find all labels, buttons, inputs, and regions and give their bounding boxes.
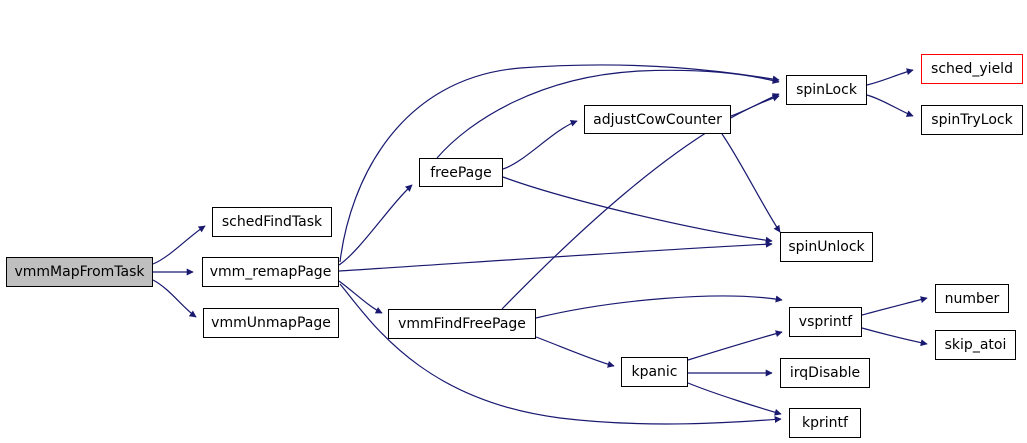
graph-edge-vmmFindFreePage-to-kpanic xyxy=(535,336,615,368)
graph-edge-vmmMapFromTask-to-schedFindTask xyxy=(152,225,206,265)
graph-node-label: number xyxy=(944,290,1000,307)
graph-edge-vsprintf-to-number xyxy=(861,296,928,316)
graph-node-label: kprintf xyxy=(802,415,848,431)
graph-edge-freePage-to-adjustCowCounter xyxy=(502,119,578,170)
graph-node-skip_atoi[interactable]: skip_atoi xyxy=(935,330,1016,360)
graph-node-label: vmmFindFreePage xyxy=(398,316,526,332)
graph-edge-spinLock-to-sched_yield xyxy=(866,68,914,86)
graph-node-vmmUnmapPage[interactable]: vmmUnmapPage xyxy=(203,308,339,338)
graph-edge-vmm_remapPage-to-spinLock xyxy=(339,64,780,263)
graph-node-label: irqDisable xyxy=(789,365,861,381)
graph-node-vsprintf[interactable]: vsprintf xyxy=(789,307,862,337)
graph-node-number[interactable]: number xyxy=(935,284,1009,313)
graph-edge-freePage-to-spinUnlock xyxy=(502,176,773,244)
graph-node-label: skip_atoi xyxy=(944,337,1007,353)
graph-node-freePage[interactable]: freePage xyxy=(419,158,503,187)
graph-node-label: kpanic xyxy=(631,364,678,380)
graph-node-label: sched_yield xyxy=(931,61,1013,77)
graph-edge-vsprintf-to-skip_atoi xyxy=(861,327,928,347)
graph-node-label: freePage xyxy=(430,164,492,181)
graph-node-vmmFindFreePage[interactable]: vmmFindFreePage xyxy=(388,309,536,339)
graph-edge-kpanic-to-kprintf xyxy=(687,382,782,416)
graph-node-spinTryLock[interactable]: spinTryLock xyxy=(921,105,1023,135)
graph-node-kpanic[interactable]: kpanic xyxy=(621,357,688,387)
graph-edge-adjustCowCounter-to-spinLock xyxy=(730,93,780,117)
graph-edge-vmm_remapPage-to-kprintf xyxy=(339,283,782,425)
graph-edge-vmm_remapPage-to-freePage xyxy=(338,184,413,266)
graph-edge-vmmFindFreePage-to-vsprintf xyxy=(535,295,783,319)
graph-node-spinUnlock[interactable]: spinUnlock xyxy=(780,232,873,262)
graph-node-label: schedFindTask xyxy=(221,214,323,230)
graph-node-label: adjustCowCounter xyxy=(593,111,722,128)
graph-node-vmm_remapPage[interactable]: vmm_remapPage xyxy=(202,257,339,287)
graph-edge-vmm_remapPage-to-spinUnlock xyxy=(338,240,773,272)
graph-node-label: spinUnlock xyxy=(788,239,865,255)
graph-node-vmmMapFromTask[interactable]: vmmMapFromTask xyxy=(6,257,153,287)
graph-node-kprintf[interactable]: kprintf xyxy=(789,408,861,438)
graph-edge-adjustCowCounter-to-spinUnlock xyxy=(721,133,781,233)
graph-node-adjustCowCounter[interactable]: adjustCowCounter xyxy=(584,105,731,134)
graph-edge-vmmMapFromTask-to-vmmUnmapPage xyxy=(152,279,197,318)
graph-node-label: vmm_remapPage xyxy=(209,264,332,280)
graph-node-label: vmmUnmapPage xyxy=(211,315,331,331)
graph-node-schedFindTask[interactable]: schedFindTask xyxy=(212,207,332,237)
graph-node-spinLock[interactable]: spinLock xyxy=(786,75,867,105)
graph-node-irqDisable[interactable]: irqDisable xyxy=(780,358,870,388)
graph-node-label: vmmMapFromTask xyxy=(14,264,145,280)
graph-node-label: vsprintf xyxy=(798,314,853,330)
graph-edge-kpanic-to-vsprintf xyxy=(687,330,783,361)
graph-node-label: spinLock xyxy=(796,82,857,98)
graph-node-label: spinTryLock xyxy=(931,112,1013,128)
graph-edge-spinLock-to-spinTryLock xyxy=(866,94,914,117)
graph-edge-vmm_remapPage-to-vmmFindFreePage xyxy=(338,280,383,314)
graph-node-sched_yield[interactable]: sched_yield xyxy=(921,54,1023,84)
